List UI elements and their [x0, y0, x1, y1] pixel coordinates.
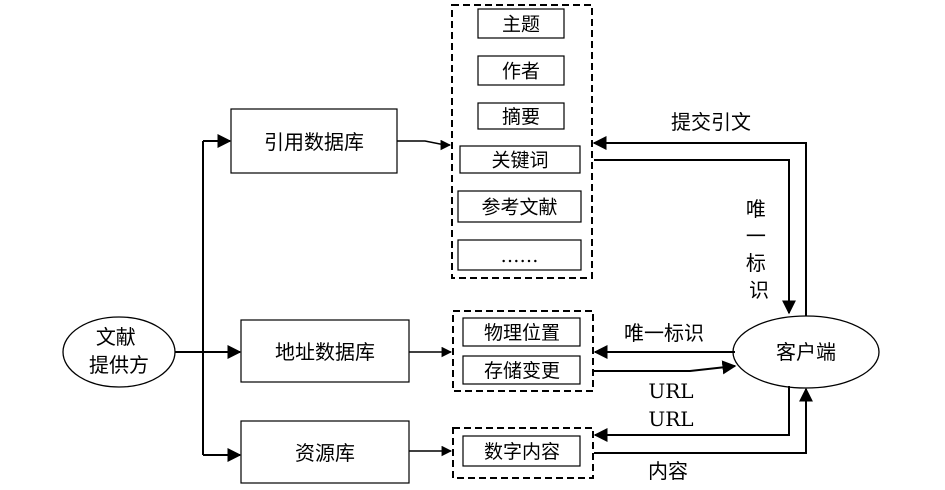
field-more-box: [457, 239, 582, 271]
address-db-node: 地址数据库: [240, 319, 410, 383]
citation-db-node: 引用数据库: [230, 108, 398, 174]
provider-node: 文献 提供方: [62, 316, 176, 388]
address-field-storage-change: 存储变更: [484, 360, 560, 382]
resource-field-digital-content: 数字内容: [484, 441, 560, 463]
resource-db-label: 资源库: [295, 441, 355, 465]
field-subject-label: 主题: [502, 14, 540, 36]
field-references-box: [457, 190, 582, 223]
resource-db-node: 资源库: [240, 420, 410, 484]
citation-db-label: 引用数据库: [264, 130, 364, 154]
client-label: 客户端: [776, 340, 836, 364]
field-references-label: 参考文献: [481, 197, 557, 219]
edge-label-unique-id: 唯一标识: [624, 321, 704, 345]
provider-label-line2: 提供方: [89, 353, 149, 377]
resource-fields-group: 数字内容: [452, 427, 594, 479]
edge-label-url-in: URL: [648, 407, 693, 431]
address-fields-group: 物理位置 存储变更: [452, 310, 594, 392]
unique-id-vertical-char: 识: [749, 278, 769, 302]
field-more-label: ……: [501, 245, 539, 267]
field-author-label: 作者: [502, 61, 540, 83]
resource-field-box: [462, 435, 581, 467]
edge-label-content: 内容: [648, 459, 688, 483]
field-keywords-label: 关键词: [491, 150, 548, 172]
field-abstract-box: [477, 102, 565, 130]
db-to-fields-arrows: [397, 139, 453, 457]
provider-label-line1: 文献: [96, 325, 136, 349]
address-field-box: [462, 317, 581, 347]
field-subject-box: [477, 8, 565, 39]
address-db-label: 地址数据库: [275, 340, 375, 364]
unique-id-vertical-char: 一: [746, 224, 766, 248]
field-author-box: [477, 55, 565, 86]
edge-label-submit-citation: 提交引文: [671, 110, 751, 134]
unique-id-vertical-char: 标: [746, 251, 766, 275]
field-abstract-label: 摘要: [502, 106, 540, 128]
field-keywords-box: [459, 145, 581, 174]
client-node: 客户端: [732, 315, 880, 389]
edge-label-unique-id-vertical: 唯 一 标 识: [746, 197, 772, 302]
unique-id-vertical-char: 唯: [746, 197, 766, 221]
client-connectors: [592, 136, 813, 454]
provider-connectors: [175, 134, 242, 462]
address-field-box: [462, 355, 581, 385]
edge-label-url-out: URL: [648, 379, 693, 403]
address-field-physical: 物理位置: [484, 322, 560, 344]
provider-label: 文献 提供方: [89, 325, 149, 377]
edge-labels: 提交引文 唯 一 标 识 唯一标识 URL URL 内容: [624, 110, 772, 483]
